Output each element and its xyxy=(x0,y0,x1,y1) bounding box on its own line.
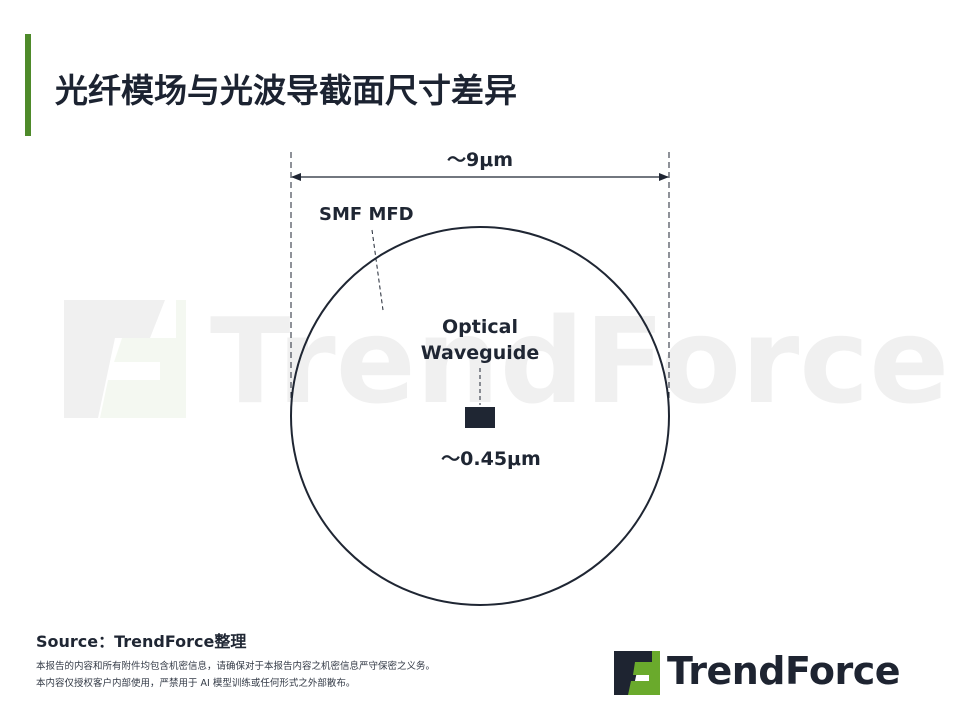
usage-restriction-note: 本内容仅授权客户内部使用，严禁用于 AI 模型训练或任何形式之外部散布。 xyxy=(36,678,356,689)
trendforce-logo: TrendForce xyxy=(612,648,932,698)
dimension-label: ～9μm xyxy=(447,149,513,171)
waveguide-size-label: ～0.45μm xyxy=(441,448,541,470)
trendforce-logo-icon xyxy=(614,651,660,695)
waveguide-label-line1: Optical xyxy=(442,316,518,338)
source-label: Source：TrendForce整理 xyxy=(36,632,247,651)
title-accent-bar xyxy=(25,34,31,136)
watermark-logo-icon xyxy=(64,300,165,418)
logo-text: TrendForce xyxy=(667,649,901,693)
waveguide-label-line2: Waveguide xyxy=(421,342,540,364)
watermark-text: TrendForce xyxy=(210,292,949,430)
trendforce-watermark: TrendForce xyxy=(64,292,949,430)
smf-mode-field-circle xyxy=(290,226,670,606)
confidentiality-note: 本报告的内容和所有附件均包含机密信息，请确保对于本报告内容之机密信息严守保密之义… xyxy=(36,661,436,672)
page-title: 光纤模场与光波导截面尺寸差异 xyxy=(55,71,517,110)
waveguide-cross-section xyxy=(465,407,495,428)
smf-mfd-label: SMF MFD xyxy=(319,204,414,225)
watermark-logo-icon-green xyxy=(100,300,186,418)
